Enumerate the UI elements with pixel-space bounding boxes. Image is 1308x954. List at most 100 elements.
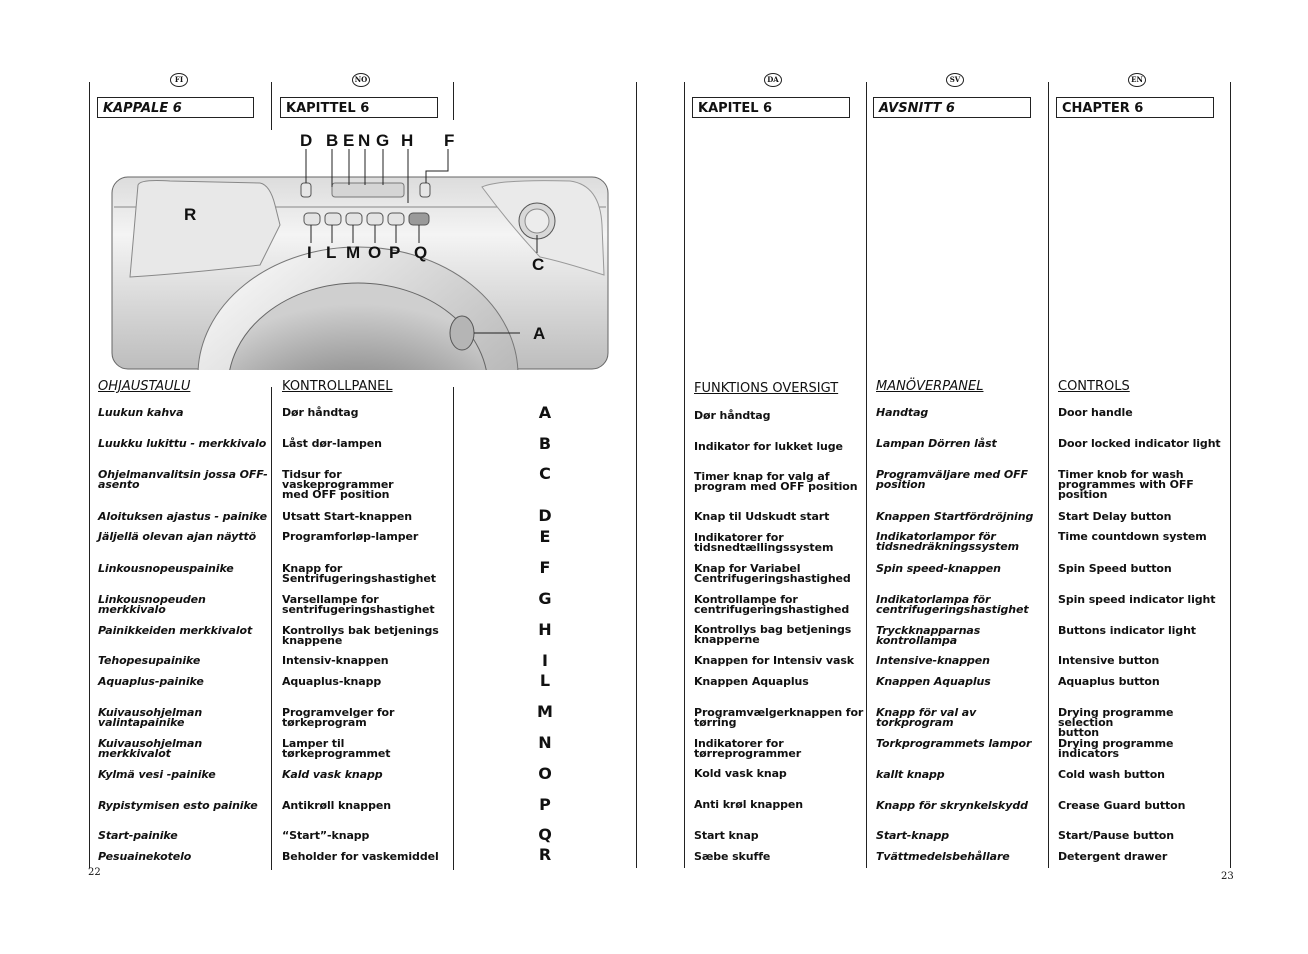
list-item: Drying programme indicators [1058, 737, 1174, 760]
page-number-left: 22 [88, 867, 101, 878]
list-item: Door handle [1058, 406, 1133, 419]
list-item: Beholder for vaskemiddel [282, 850, 439, 863]
list-item: Knapp för val av torkprogram [876, 706, 977, 729]
chapter-en: CHAPTER 6 [1056, 97, 1214, 118]
list-item: Tehopesupainike [98, 654, 201, 667]
list-item: Start-painike [98, 829, 178, 842]
reference-letter: E [539, 527, 551, 546]
list-item: Spin Speed button [1058, 562, 1172, 575]
chapter-sv: AVSNITT 6 [873, 97, 1031, 118]
list-item: Kald vask knapp [282, 768, 383, 781]
section-fi: OHJAUSTAULU [98, 379, 191, 394]
reference-letter: A [538, 403, 552, 422]
chapter-da: KAPITEL 6 [692, 97, 850, 118]
reference-letter: P [539, 795, 551, 814]
rule-fi-no-lower [271, 387, 272, 870]
label-d: D [300, 131, 312, 150]
list-item: Knappen for Intensiv vask [694, 654, 854, 667]
label-p: P [389, 243, 400, 262]
list-item: Kuivausohjelman merkkivalot [98, 737, 203, 760]
list-item: Luukun kahva [98, 406, 184, 419]
label-b: B [326, 131, 338, 150]
list-item: Jäljellä olevan ajan näyttö [98, 530, 257, 543]
list-item: Detergent drawer [1058, 850, 1168, 863]
label-a: A [533, 324, 545, 343]
rule-fi-no [271, 82, 272, 130]
rule-right-outer [1230, 82, 1231, 868]
reference-letter: B [538, 434, 552, 453]
list-item: kallt knapp [876, 768, 945, 781]
list-item: Start Delay button [1058, 510, 1172, 523]
list-item: Ohjelmanvalitsin jossa OFF-asento [98, 468, 268, 491]
list-item: Pesuainekotelo [98, 850, 192, 863]
list-item: Lampan Dörren låst [876, 437, 997, 450]
list-item: Linkousnopeuden merkkivalo [98, 593, 206, 616]
flag-sv: SV [946, 73, 964, 87]
reference-letter: H [538, 620, 552, 639]
rule-sv-en [1048, 82, 1049, 868]
label-h: H [401, 131, 413, 150]
reference-letter: Q [538, 825, 552, 844]
section-en: CONTROLS [1058, 379, 1130, 394]
section-da: FUNKTIONS OVERSIGT [694, 381, 839, 396]
list-item: Intensive-knappen [876, 654, 990, 667]
display-window [331, 182, 405, 198]
control-panel-illustration: D B E N G H F I L M O P Q R C A [111, 131, 609, 370]
flag-da: DA [764, 73, 782, 87]
label-l: L [326, 243, 336, 262]
rule-da-sv [866, 82, 867, 868]
button-row [303, 212, 430, 226]
chapter-fi: KAPPALE 6 [97, 97, 254, 118]
page-number-right: 23 [1221, 871, 1234, 882]
reference-letter: F [539, 558, 551, 577]
list-item: Intensiv-knappen [282, 654, 389, 667]
list-item: Aquaplus button [1058, 675, 1160, 688]
list-item: Tvättmedelsbehållare [876, 850, 1010, 863]
list-item: Knappen Aquaplus [876, 675, 991, 688]
reference-letter: I [542, 651, 548, 670]
indicator-f [419, 182, 431, 198]
list-item: Programforløp-lamper [282, 530, 419, 543]
list-item: Intensive button [1058, 654, 1160, 667]
label-n: N [358, 131, 370, 150]
flag-en: EN [1128, 73, 1146, 87]
list-item: Aquaplus-painike [98, 675, 204, 688]
list-item: Spin speed-knappen [876, 562, 1001, 575]
list-item: Door locked indicator light [1058, 437, 1221, 450]
reference-letter: L [539, 671, 551, 690]
reference-letter: N [538, 733, 552, 752]
flag-fi: FI [170, 73, 188, 87]
list-item: Kylmä vesi -painike [98, 768, 216, 781]
list-item: Crease Guard button [1058, 799, 1186, 812]
section-no: KONTROLLPANEL [282, 379, 393, 394]
list-item: Dør håndtag [282, 406, 359, 419]
reference-letter: D [538, 506, 552, 525]
list-item: Aloituksen ajastus - painike [98, 510, 267, 523]
indicator-d [300, 182, 312, 198]
list-item: Utsatt Start-knappen [282, 510, 412, 523]
rule-no-letters-top [453, 82, 454, 120]
door-handle [449, 315, 475, 351]
flag-no: NO [352, 73, 370, 87]
label-r: R [184, 205, 196, 224]
list-item: Låst dør-lampen [282, 437, 382, 450]
rule-da-left [684, 82, 685, 868]
label-q: Q [414, 243, 427, 262]
list-item: Torkprogrammets lampor [876, 737, 1032, 750]
label-i: I [307, 243, 312, 262]
door-glass [229, 282, 487, 370]
rule-no-letters [453, 387, 454, 870]
